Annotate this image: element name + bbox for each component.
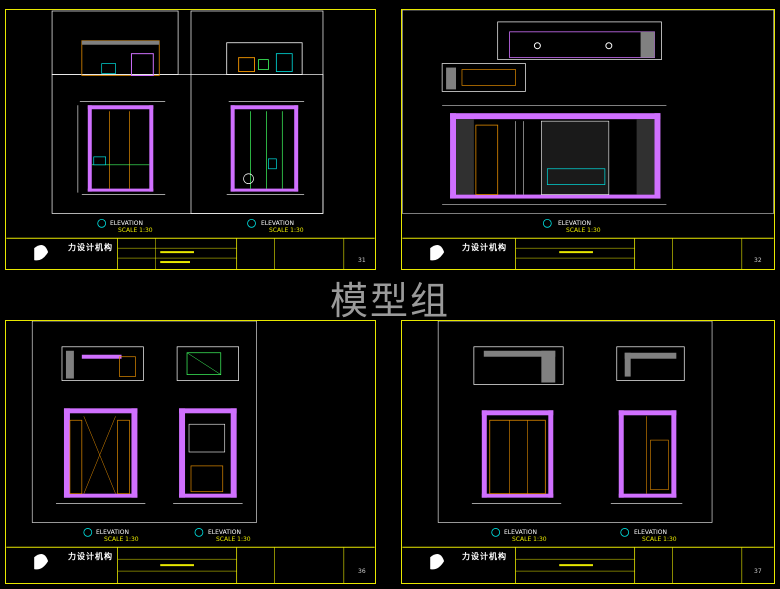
drawing-sheet-3: 力设计机构 ELEVATION SCALE 1:30 ELEVATION SCA… [5, 320, 376, 584]
company-logo-mark [430, 554, 445, 570]
elevation-label-a: ELEVATION [96, 529, 129, 536]
sheet-3-drawing [6, 321, 375, 583]
elevation-b [610, 410, 683, 504]
sheet-number: 36 [358, 568, 366, 575]
sheet-number: 37 [754, 568, 762, 575]
scale-label-b: SCALE 1:30 [269, 227, 304, 234]
drawing-sheet-2: 力设计机构 ELEVATION SCALE 1:30 32 [401, 9, 775, 270]
company-logo-mark [430, 244, 445, 261]
scale-label-b: SCALE 1:30 [216, 536, 251, 543]
company-logo-mark [34, 554, 49, 570]
company-name: 力设计机构 [462, 243, 507, 252]
elevation-label: ELEVATION [558, 220, 591, 227]
elevation-a [471, 410, 562, 504]
drawing-sheet-1: 力设计机构 ELEVATION SCALE 1:30 ELEVATION SCA… [5, 9, 376, 270]
elevation-label-b: ELEVATION [208, 529, 241, 536]
title-block [402, 237, 774, 269]
elevation-label-a: ELEVATION [504, 529, 537, 536]
company-logo-mark [34, 244, 49, 261]
sheet-number: 32 [754, 257, 762, 264]
sheet-number: 31 [358, 257, 366, 264]
drawing-sheet-4: 力设计机构 ELEVATION SCALE 1:30 ELEVATION SCA… [401, 320, 775, 584]
scale-label: SCALE 1:30 [566, 227, 601, 234]
elevation-label-b: ELEVATION [634, 529, 667, 536]
plan-thumbnail-left [441, 63, 526, 92]
elevation-a [56, 408, 146, 504]
plan-thumbnail-top [497, 21, 662, 60]
elevation-label-a: ELEVATION [110, 220, 143, 227]
company-name: 力设计机构 [68, 243, 113, 252]
elevation-b [226, 100, 305, 195]
wide-elevation [442, 104, 667, 205]
company-name: 力设计机构 [462, 552, 507, 561]
title-block [402, 546, 774, 583]
title-block [6, 237, 375, 269]
elevation-b [173, 408, 243, 504]
plan-thumbnail-right [616, 346, 685, 381]
scale-label-b: SCALE 1:30 [642, 536, 677, 543]
sheet-1-drawing [6, 10, 375, 269]
company-name: 力设计机构 [68, 552, 113, 561]
plan-thumbnail-left [473, 346, 564, 385]
scale-label-a: SCALE 1:30 [512, 536, 547, 543]
watermark-text: 模型组 [329, 279, 450, 323]
scale-label-a: SCALE 1:30 [104, 536, 139, 543]
title-block [6, 546, 375, 583]
plan-thumbnail-left [81, 40, 160, 76]
plan-thumbnail-right [226, 42, 303, 75]
elevation-label-b: ELEVATION [261, 220, 294, 227]
sheet-4-drawing [402, 321, 774, 583]
plan-thumbnail-right [176, 346, 239, 381]
elevation-a [77, 100, 166, 195]
scale-label-a: SCALE 1:30 [118, 227, 153, 234]
sheet-2-drawing [402, 10, 774, 269]
plan-thumbnail-left [61, 346, 144, 381]
